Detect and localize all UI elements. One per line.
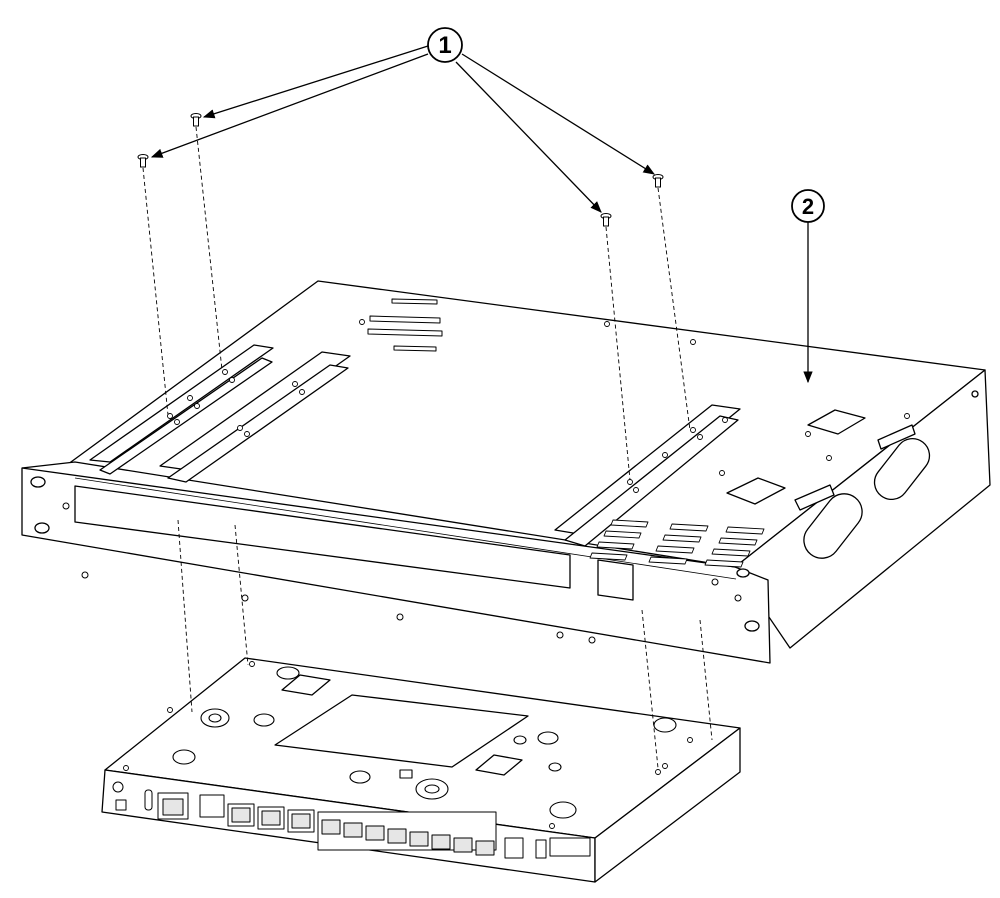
screws: [137, 113, 664, 227]
router-label-area: [274, 694, 529, 768]
ear-slot-bottom-left: [34, 522, 50, 534]
callout-2: 2: [791, 189, 825, 223]
router-side: [594, 727, 741, 883]
ground-screw-icon: [112, 781, 124, 793]
sfp-port: [199, 794, 225, 818]
tray-square-window: [597, 559, 634, 601]
router-front-ports: [112, 781, 591, 859]
screw: [190, 113, 202, 127]
tray-recess-2: [726, 477, 786, 505]
usb-port: [144, 789, 153, 811]
tray-vent-grid: [589, 519, 765, 568]
router-chassis: [101, 657, 741, 883]
model-label: [549, 837, 591, 857]
lan-ports: [321, 819, 495, 856]
ear-slot-top-right: [736, 568, 750, 578]
tray-recess-1: [807, 409, 866, 435]
tray-rail-right: [554, 404, 741, 547]
alignment-lines: [142, 126, 713, 769]
callout-2-label: 2: [802, 194, 814, 219]
wan-ports: [227, 803, 315, 833]
screw: [137, 154, 149, 168]
ear-slot-top-left: [30, 476, 46, 488]
side-oval-cutout-2: [873, 437, 931, 501]
callout-1: 1: [427, 27, 463, 63]
tray-front-window: [74, 485, 571, 589]
tray-top-vents: [367, 298, 443, 352]
ear-slot-bottom-right: [744, 620, 760, 632]
rack-mount-tray: [21, 280, 991, 664]
screw: [600, 213, 612, 227]
side-oval-cutout-1: [803, 493, 863, 559]
power-connector: [504, 837, 524, 859]
callout-1-label: 1: [438, 32, 451, 59]
screw: [652, 174, 664, 188]
callout-arrows: [150, 45, 813, 384]
